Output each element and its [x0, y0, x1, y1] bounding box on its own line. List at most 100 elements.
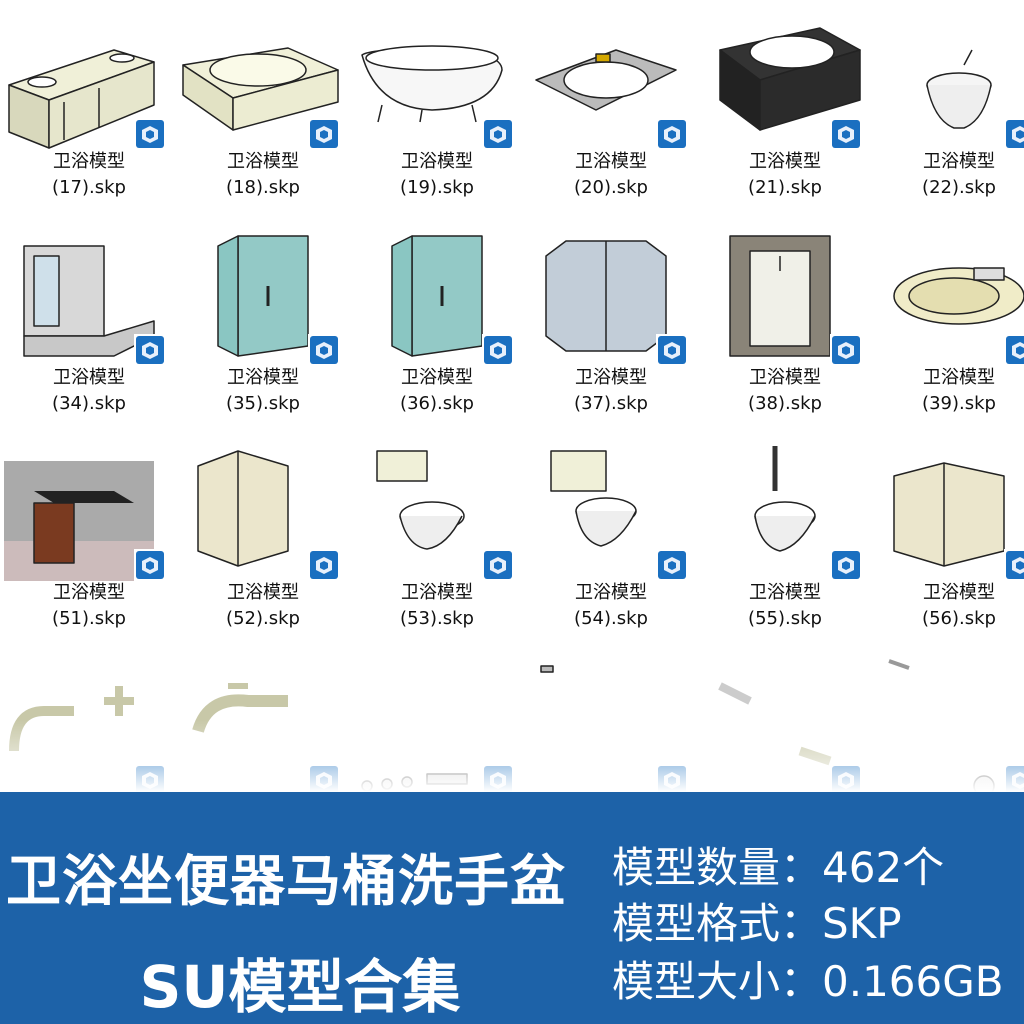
file-name-line1: 卫浴模型: [401, 367, 473, 388]
file-name-line1: 卫浴模型: [227, 151, 299, 172]
file-item[interactable]: 卫浴模型 (22).skp: [874, 10, 1024, 220]
sketchup-icon: [482, 118, 514, 150]
grid-fade: [0, 720, 1024, 792]
file-name-line1: 卫浴模型: [53, 367, 125, 388]
file-name-line1: 卫浴模型: [923, 367, 995, 388]
file-name-line1: 卫浴模型: [401, 151, 473, 172]
file-name-line2: (35).skp: [226, 393, 300, 414]
spec-count: 模型数量：462个: [612, 834, 944, 895]
file-item[interactable]: 卫浴模型 (20).skp: [526, 10, 696, 220]
file-item[interactable]: 卫浴模型(52).skp: [178, 441, 348, 651]
file-name-line1: 卫浴模型: [575, 367, 647, 388]
file-name-line1: 卫浴模型: [53, 582, 125, 603]
sketchup-icon: [134, 549, 166, 581]
file-thumbnail: [526, 10, 696, 150]
sketchup-icon: [1004, 549, 1024, 581]
banner-title: 卫浴坐便器马桶洗手盆: [6, 849, 567, 913]
file-name-line2: (39).skp: [922, 393, 996, 414]
sketchup-icon: [134, 334, 166, 366]
file-name-line2: (55).skp: [748, 608, 822, 629]
spec-size: 模型大小：0.166GB: [612, 948, 1004, 1009]
sketchup-icon: [656, 334, 688, 366]
file-name-line1: 卫浴模型: [749, 367, 821, 388]
sketchup-icon: [830, 334, 862, 366]
file-item[interactable]: 卫浴模型 (18).skp: [178, 10, 348, 220]
spec-format: 模型格式：SKP: [612, 890, 902, 951]
file-item[interactable]: 卫浴模型(17).skp: [4, 10, 174, 220]
sketchup-icon: [1004, 118, 1024, 150]
file-name-line2: (36).skp: [400, 393, 474, 414]
sketchup-icon: [830, 549, 862, 581]
file-name-line2: (19).skp: [400, 177, 474, 198]
file-thumbnail: [4, 226, 174, 366]
file-thumbnail: [700, 226, 870, 366]
file-name-line1: 卫浴模型: [227, 367, 299, 388]
spec-value: 462个: [822, 843, 945, 892]
file-name-line2: (54).skp: [574, 608, 648, 629]
spec-key: 模型格式：: [612, 899, 823, 948]
file-name-line2: (38).skp: [748, 393, 822, 414]
file-thumbnail: [4, 10, 174, 150]
file-name-line1: 卫浴模型: [575, 582, 647, 603]
file-name-line2: (34).skp: [52, 393, 126, 414]
file-name-line2: (56).skp: [922, 608, 996, 629]
file-item[interactable]: 卫浴模型 (54).skp: [526, 441, 696, 651]
file-item[interactable]: 卫浴模型 (37).skp: [526, 226, 696, 436]
file-name-line2: (20).skp: [574, 177, 648, 198]
sketchup-icon: [482, 549, 514, 581]
sketchup-icon: [656, 549, 688, 581]
file-thumbnail: [178, 441, 348, 581]
file-thumbnail: [352, 226, 522, 366]
spec-value: SKP: [822, 899, 902, 948]
spec-key: 模型数量：: [612, 843, 823, 892]
file-item[interactable]: 卫浴模型 (21).skp: [700, 10, 870, 220]
file-name-line2: (21).skp: [748, 177, 822, 198]
file-name-line1: 卫浴模型: [401, 582, 473, 603]
file-item[interactable]: 卫浴模型 (19).skp: [352, 10, 522, 220]
file-name-line2: (22).skp: [922, 177, 996, 198]
file-name-line2: (18).skp: [226, 177, 300, 198]
file-item[interactable]: 卫浴模型 (36).skp: [352, 226, 522, 436]
file-name-line1: 卫浴模型: [749, 582, 821, 603]
file-item[interactable]: 卫浴模型 (35).skp: [178, 226, 348, 436]
sketchup-icon: [308, 549, 340, 581]
file-thumbnail: [874, 441, 1024, 581]
file-name-line1: 卫浴模型: [923, 582, 995, 603]
file-name-line2: (51).skp: [52, 608, 126, 629]
promo-banner: [0, 792, 1024, 1024]
file-item[interactable]: 卫浴模型 (38).skp: [700, 226, 870, 436]
file-item[interactable]: 卫浴模型 (55).skp: [700, 441, 870, 651]
file-thumbnail: [874, 10, 1024, 150]
sketchup-icon: [308, 334, 340, 366]
file-thumbnail: [874, 226, 1024, 366]
file-thumbnail: [526, 656, 696, 796]
sketchup-icon: [830, 118, 862, 150]
file-item[interactable]: 卫浴模型 (39).skp: [874, 226, 1024, 436]
file-thumbnail: [700, 10, 870, 150]
file-thumbnail: [526, 441, 696, 581]
file-thumbnail: [352, 10, 522, 150]
spec-value: 0.166GB: [822, 957, 1004, 1006]
file-thumbnail: [178, 226, 348, 366]
sketchup-icon: [482, 334, 514, 366]
file-thumbnail: [352, 441, 522, 581]
banner-subtitle: SU模型合集: [139, 953, 461, 1021]
spec-key: 模型大小：: [612, 957, 823, 1006]
file-name-line1: 卫浴模型: [575, 151, 647, 172]
file-item[interactable]: 卫浴模型 (51).skp: [4, 441, 174, 651]
file-item[interactable]: 卫浴模型 (34).skp: [4, 226, 174, 436]
file-thumbnail: [4, 441, 174, 581]
file-name-line1: 卫浴模型: [749, 151, 821, 172]
file-name-line2: (53).skp: [400, 608, 474, 629]
file-thumbnail: [178, 10, 348, 150]
sketchup-icon: [308, 118, 340, 150]
file-thumbnail: [526, 226, 696, 366]
file-item[interactable]: 卫浴模型 (56).skp: [874, 441, 1024, 651]
file-name-line1: 卫浴模型: [53, 151, 125, 172]
sketchup-icon: [134, 118, 166, 150]
file-name-line2: (37).skp: [574, 393, 648, 414]
file-name-line1: 卫浴模型: [923, 151, 995, 172]
file-item[interactable]: 卫浴模型 (53).skp: [352, 441, 522, 651]
file-thumbnail: [700, 441, 870, 581]
